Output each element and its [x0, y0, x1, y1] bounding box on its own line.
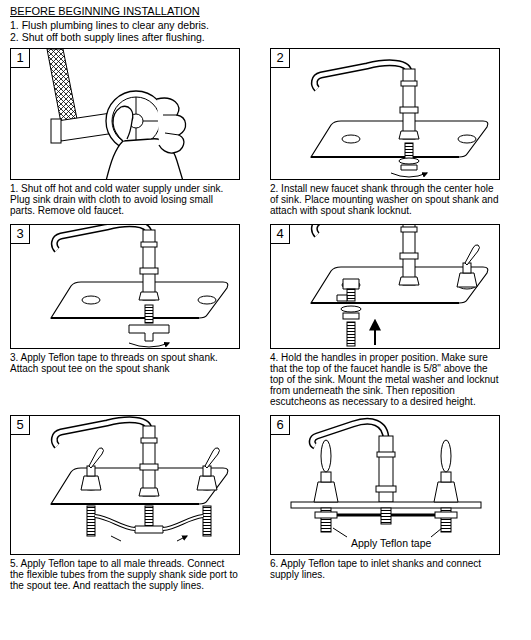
step-number: 1 — [11, 49, 29, 67]
step-number-box: 6 — [270, 415, 290, 435]
note-text: 2. Shut off both supply lines after flus… — [10, 31, 205, 43]
step-number: 6 — [271, 416, 289, 434]
step-panel: 5. Apply Teflon tape to all male threads… — [10, 415, 240, 591]
step-caption: 2. Install new faucet shank through the … — [270, 183, 500, 216]
step-number-box: 5 — [10, 415, 30, 435]
shutoff-valve-illustration — [11, 49, 240, 180]
step-panel: 3. Apply Teflon tape to threads on spout… — [10, 224, 240, 374]
step-caption: 6. Apply Teflon tape to inlet shanks and… — [270, 558, 500, 580]
step-number: 5 — [11, 416, 29, 434]
callout-label: Apply Teflon tape — [351, 537, 431, 549]
step-caption: 4. Hold the handles in proper position. … — [270, 352, 500, 407]
step-caption: 3. Apply Teflon tape to threads on spout… — [10, 352, 240, 374]
panel-frame — [10, 224, 240, 349]
step-panel: 1. Shut off hot and cold water supply un… — [10, 48, 240, 216]
step-number-box: 3 — [10, 224, 30, 244]
spout-tee-illustration — [11, 225, 240, 349]
step-number-box: 4 — [270, 224, 290, 244]
step-number: 3 — [11, 225, 29, 243]
step-number: 4 — [271, 225, 289, 243]
supply-tube-illustration — [11, 416, 240, 555]
panel-frame — [10, 48, 240, 180]
step-number-box: 2 — [270, 48, 290, 68]
step-caption: 1. Shut off hot and cold water supply un… — [10, 183, 240, 216]
step-panel: 4. Hold the handles in proper position. … — [270, 224, 500, 407]
panel-frame — [10, 415, 240, 555]
step-panel: Apply Teflon tape 6. Apply Teflon tape to… — [270, 415, 500, 580]
step-number: 2 — [271, 49, 289, 67]
page-title: BEFORE BEGINNING INSTALLATION — [10, 5, 200, 17]
panel-frame — [270, 48, 500, 180]
panel-frame: Apply Teflon tape — [270, 415, 500, 555]
spout-install-illustration — [271, 49, 500, 180]
handle-mount-illustration — [271, 225, 500, 349]
note-text: 1. Flush plumbing lines to clear any deb… — [10, 19, 209, 31]
step-caption: 5. Apply Teflon tape to all male threads… — [10, 558, 240, 591]
inlet-shank-illustration — [271, 416, 500, 555]
panel-frame — [270, 224, 500, 349]
step-panel: 2. Install new faucet shank through the … — [270, 48, 500, 216]
step-number-box: 1 — [10, 48, 30, 68]
